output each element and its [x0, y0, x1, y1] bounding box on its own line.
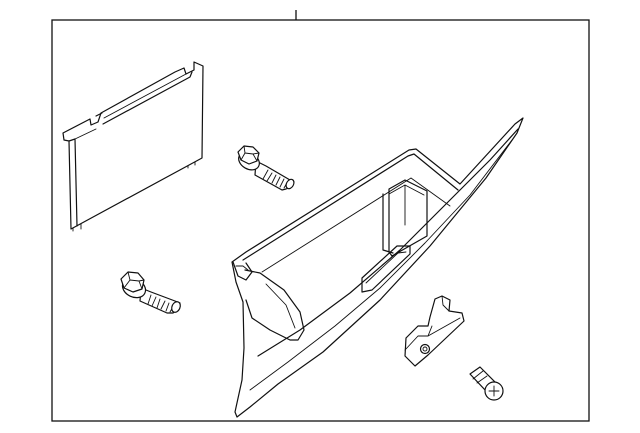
bolt-upper — [237, 145, 295, 191]
bolt-lower — [120, 271, 181, 314]
glove-box — [231, 117, 524, 418]
callout-label: 1 — [293, 0, 299, 11]
callout-1: 1 — [293, 0, 299, 20]
cover-panel — [62, 61, 204, 232]
latch-striker — [404, 295, 465, 367]
push-pin — [469, 366, 504, 401]
diagram-frame — [51, 19, 590, 422]
